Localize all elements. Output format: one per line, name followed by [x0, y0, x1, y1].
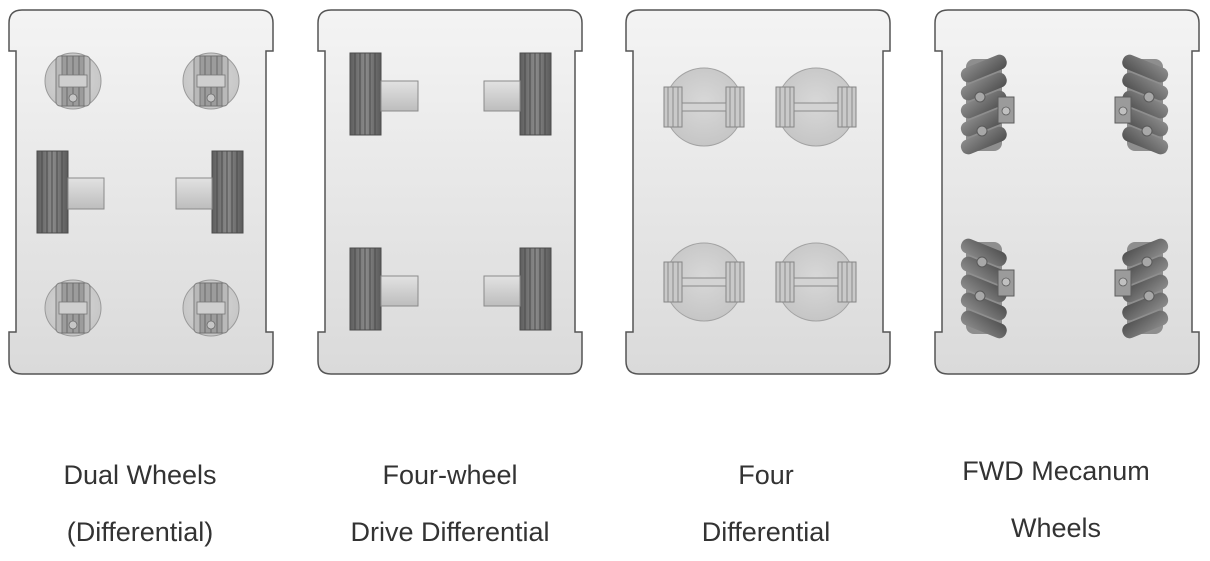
- caster-wheel-icon: [44, 279, 102, 337]
- drive-wheel-icon: [483, 247, 552, 331]
- caption-line: FWD Mecanum: [962, 456, 1150, 486]
- differential-wheel-icon: [663, 242, 745, 322]
- caption-line: (Differential): [66, 517, 214, 547]
- dual-wheels-chassis: [8, 9, 274, 375]
- four-differential-chassis: [625, 9, 891, 375]
- caption-line: Differential: [701, 517, 831, 547]
- differential-wheel-icon: [775, 67, 857, 147]
- four-wheel-drive-chassis: [317, 9, 583, 375]
- mecanum-wheels-caption: FWD Mecanum Wheels: [906, 443, 1206, 557]
- differential-wheel-icon: [775, 242, 857, 322]
- drive-wheel-icon: [483, 52, 552, 136]
- drive-wheel-icon: [349, 247, 419, 331]
- drive-wheel-icon: [175, 150, 244, 234]
- drive-wheel-icon: [36, 150, 105, 234]
- four-wheel-drive-caption: Four-wheel Drive Differential: [300, 447, 600, 561]
- dual-wheels-caption: Dual Wheels (Differential): [0, 447, 290, 561]
- caster-wheel-icon: [44, 52, 102, 110]
- caption-line: Four-wheel: [382, 460, 518, 490]
- caption-line: Wheels: [1010, 513, 1102, 543]
- dual-wheels-diagram: [8, 9, 275, 375]
- caster-wheel-icon: [182, 52, 240, 110]
- caption-line: Dual Wheels: [63, 460, 217, 490]
- mecanum-wheels-diagram: [934, 9, 1201, 375]
- four-wheel-drive-diagram: [317, 9, 584, 375]
- four-differential-caption: Four Differential: [616, 447, 916, 561]
- caption-line: Four: [738, 460, 794, 490]
- mecanum-wheels-chassis: [934, 9, 1200, 375]
- caster-wheel-icon: [182, 279, 240, 337]
- four-differential-diagram: [625, 9, 892, 375]
- drive-wheel-icon: [349, 52, 419, 136]
- differential-wheel-icon: [663, 67, 745, 147]
- caption-line: Drive Differential: [350, 517, 550, 547]
